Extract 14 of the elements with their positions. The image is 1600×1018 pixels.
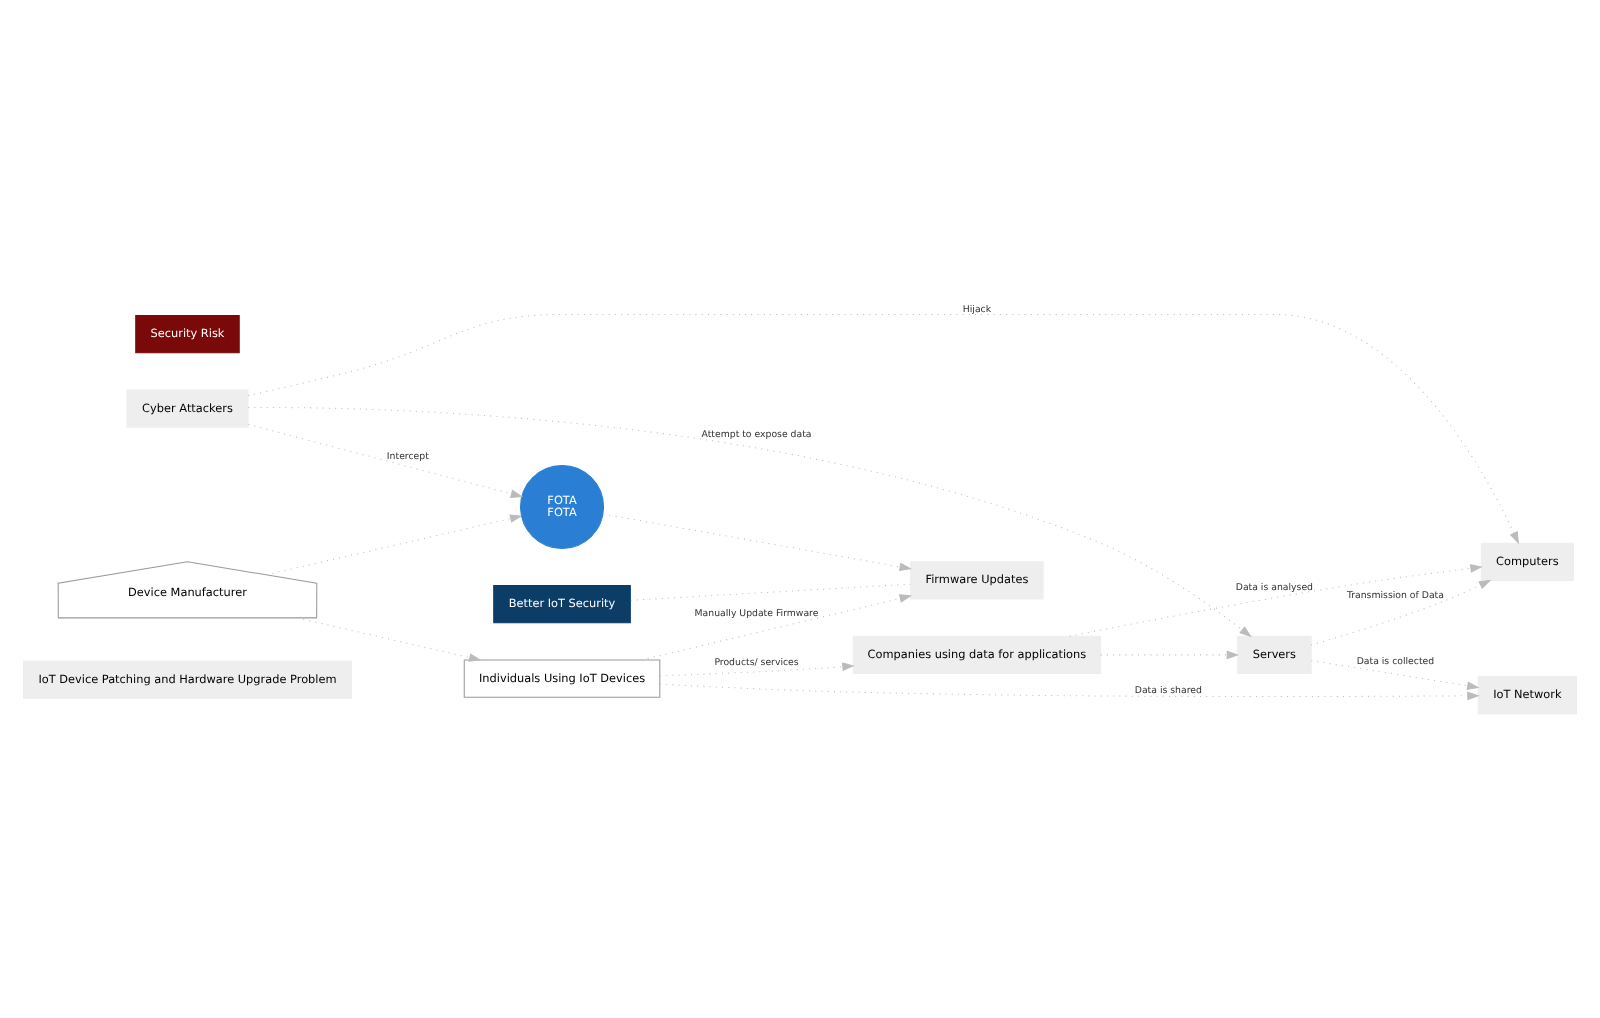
arrow xyxy=(1069,564,1483,637)
arrow xyxy=(659,662,855,677)
arrow xyxy=(1310,579,1492,646)
arrow xyxy=(659,683,1480,701)
arrow xyxy=(247,423,524,498)
arrow xyxy=(247,313,1519,545)
connector xyxy=(630,583,912,601)
arrow xyxy=(266,514,523,576)
arrow xyxy=(1100,650,1240,660)
arrow xyxy=(247,407,1252,638)
arrow xyxy=(1310,660,1480,691)
arrow xyxy=(296,617,482,662)
arrow xyxy=(641,594,912,661)
arrow xyxy=(602,513,912,572)
